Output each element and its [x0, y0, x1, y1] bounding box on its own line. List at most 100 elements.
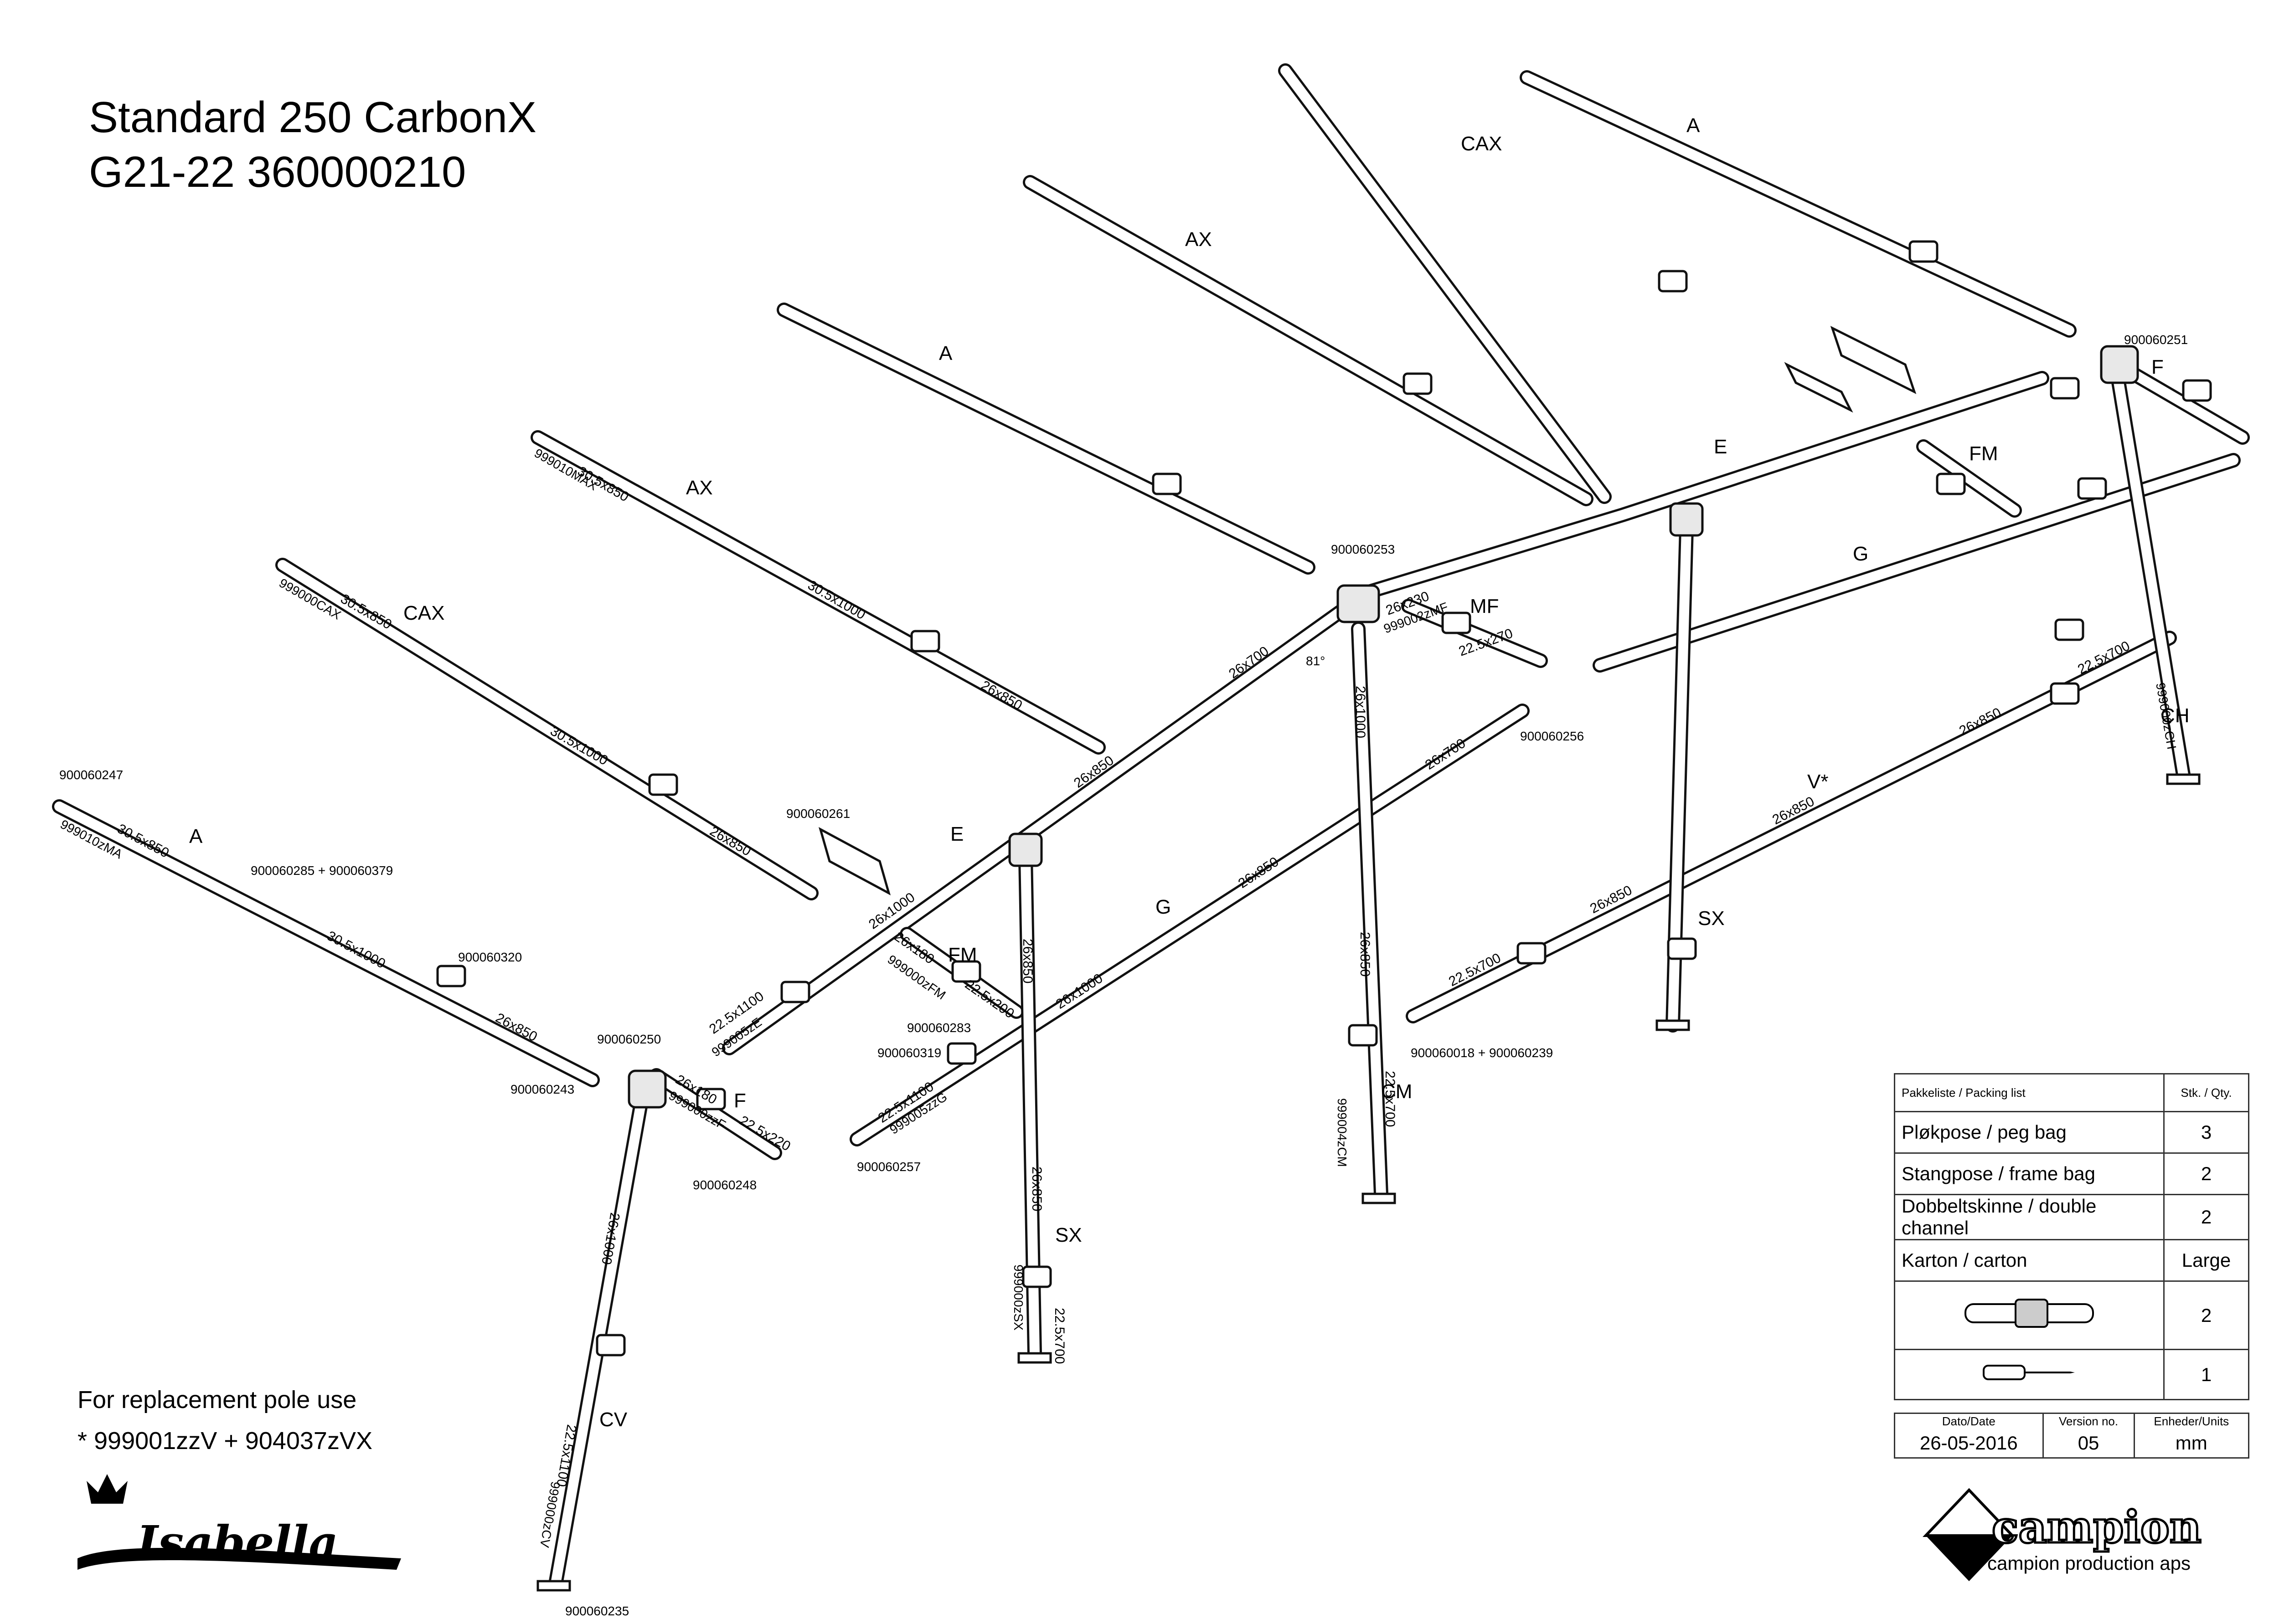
crown-icon	[87, 1474, 128, 1504]
units-value: mm	[2133, 1429, 2250, 1459]
dim-sx-b: 26x850	[1029, 1167, 1044, 1211]
campion-logo: campion campion production aps	[1923, 1488, 2202, 1581]
packing-qty-header: Stk. / Qty.	[2163, 1073, 2249, 1112]
pole-a-6	[52, 799, 600, 1087]
packing-row: Karton / carton Large	[1894, 1239, 2249, 1282]
label-e-left: E	[950, 823, 964, 845]
packing-row: Dobbeltskinne / double channel 2	[1894, 1194, 2249, 1240]
packing-header-row: Pakkeliste / Packing list Stk. / Qty.	[1894, 1073, 2249, 1112]
code-900060283: 900060283	[907, 1021, 971, 1035]
label-cax-top: CAX	[1461, 133, 1502, 155]
label-e-right: E	[1714, 436, 1727, 458]
code-900060250: 900060250	[597, 1032, 661, 1046]
label-sx-mid: SX	[1698, 907, 1725, 930]
foot-ch	[2166, 773, 2201, 785]
pole-a-3	[777, 303, 1315, 575]
dim-sx-a: 26x850	[1020, 939, 1035, 983]
dim-cm-c: 22.5x700	[1382, 1071, 1397, 1127]
clamp-part-900060261	[818, 827, 891, 896]
label-sx-front: SX	[1055, 1224, 1082, 1246]
e-upright-joint	[1008, 833, 1043, 867]
code-999000zSX: 999000zSX	[1011, 1264, 1026, 1331]
code-900060251: 900060251	[2124, 333, 2188, 347]
pole-clamp-icon	[1894, 1280, 2165, 1350]
angle-label: 81°	[1306, 654, 1325, 668]
packing-item: Dobbeltskinne / double channel	[1894, 1194, 2165, 1240]
label-ch: CH	[2160, 704, 2190, 727]
pole-labels: CAX A AX A AX CAX A E F FM G MF CH V* SX…	[189, 114, 2190, 1431]
note-line-2: * 999001zzV + 904037zVX	[77, 1427, 372, 1454]
packing-header: Pakkeliste / Packing list	[1894, 1073, 2165, 1112]
label-v: V*	[1807, 771, 1828, 793]
code-900060248: 900060248	[693, 1178, 757, 1192]
code-900060243: 900060243	[510, 1082, 574, 1096]
pole-ax-2	[1023, 175, 1593, 506]
label-g-right: G	[1853, 543, 1868, 565]
version-label: Version no.	[2042, 1413, 2135, 1429]
packing-qty: 2	[2163, 1152, 2249, 1195]
clamp-part-right	[1830, 326, 1917, 394]
title: Standard 250 CarbonX G21-22 360000210	[89, 93, 536, 196]
code-900060320: 900060320	[458, 950, 522, 964]
code-900060319: 900060319	[877, 1046, 941, 1060]
replacement-note: For replacement pole use * 999001zzV + 9…	[77, 1386, 372, 1454]
units-label: Enheder/Units	[2133, 1413, 2250, 1429]
pole-g	[850, 704, 1530, 1146]
packing-qty: 1	[2163, 1349, 2249, 1400]
isabella-wordmark: Isabella	[135, 1516, 338, 1569]
pole-cax-5	[275, 558, 819, 900]
code-900060256: 900060256	[1520, 729, 1584, 743]
label-fm-right: FM	[1969, 442, 1998, 465]
foot-cm	[1361, 1192, 1396, 1204]
pole-ax-4	[531, 430, 1106, 755]
packing-qty: Large	[2163, 1239, 2249, 1282]
pole-e	[722, 371, 2049, 1055]
ridge-joint-center	[1336, 584, 1380, 623]
code-900060018-239: 900060018 + 900060239	[1411, 1046, 1553, 1060]
e-upright-joint-right	[1669, 502, 1704, 537]
dim-cm-a: 26x1000	[1353, 686, 1368, 738]
code-900060235: 900060235	[565, 1604, 629, 1618]
clamp-part-cax	[1784, 362, 1853, 413]
pole-a-top	[1520, 70, 2077, 338]
version-box: Dato/Date Version no. Enheder/Units 26-0…	[1894, 1413, 2250, 1459]
packing-qty: 2	[2163, 1280, 2249, 1350]
code-900060257: 900060257	[857, 1160, 921, 1174]
dim-sx-c: 22.5x700	[1052, 1308, 1067, 1364]
version-value: 05	[2042, 1429, 2135, 1459]
label-fm-left: FM	[948, 944, 977, 966]
label-ax-2: AX	[1185, 228, 1212, 251]
title-line-2: G21-22 360000210	[89, 148, 466, 196]
loose-parts	[818, 326, 1917, 896]
packing-row: Stangpose / frame bag 2	[1894, 1152, 2249, 1195]
dim-cax5-b: 30.5x1000	[548, 723, 611, 768]
label-cax-5: CAX	[403, 602, 444, 624]
pole-mf	[1401, 599, 1548, 668]
dim-cm-b: 26x850	[1357, 932, 1372, 976]
foot-sx-mid	[1655, 1019, 1690, 1031]
label-a-top: A	[1686, 114, 1700, 137]
label-cm: CM	[1381, 1080, 1412, 1103]
label-a-3: A	[939, 342, 953, 365]
ridge-joint-left	[628, 1069, 667, 1109]
packing-row: 1	[1894, 1349, 2249, 1400]
screwdriver-icon	[1894, 1349, 2165, 1400]
packing-qty: 3	[2163, 1111, 2249, 1154]
pole-fm-right	[1916, 439, 2022, 518]
packing-list-table: Pakkeliste / Packing list Stk. / Qty. Pl…	[1894, 1073, 2249, 1400]
date-value: 26-05-2016	[1894, 1429, 2044, 1459]
pole-ch	[2108, 353, 2191, 782]
code-900060285-379: 900060285 + 900060379	[251, 863, 393, 878]
dim-ax4-b: 30.5x1000	[805, 577, 868, 622]
code-900060247: 900060247	[59, 768, 123, 782]
code-900060261: 900060261	[786, 807, 850, 821]
foot-sx-front	[1017, 1352, 1052, 1364]
label-ax-4: AX	[686, 477, 713, 499]
label-g-left: G	[1155, 896, 1171, 918]
pole-f-right	[2126, 366, 2250, 445]
code-999004zCM: 999004zCM	[1335, 1098, 1349, 1167]
label-f-right: F	[2151, 356, 2164, 378]
packing-qty: 2	[2163, 1194, 2249, 1240]
campion-wordmark: campion	[1992, 1501, 2202, 1553]
packing-row: Pløkpose / peg bag 3	[1894, 1111, 2249, 1154]
